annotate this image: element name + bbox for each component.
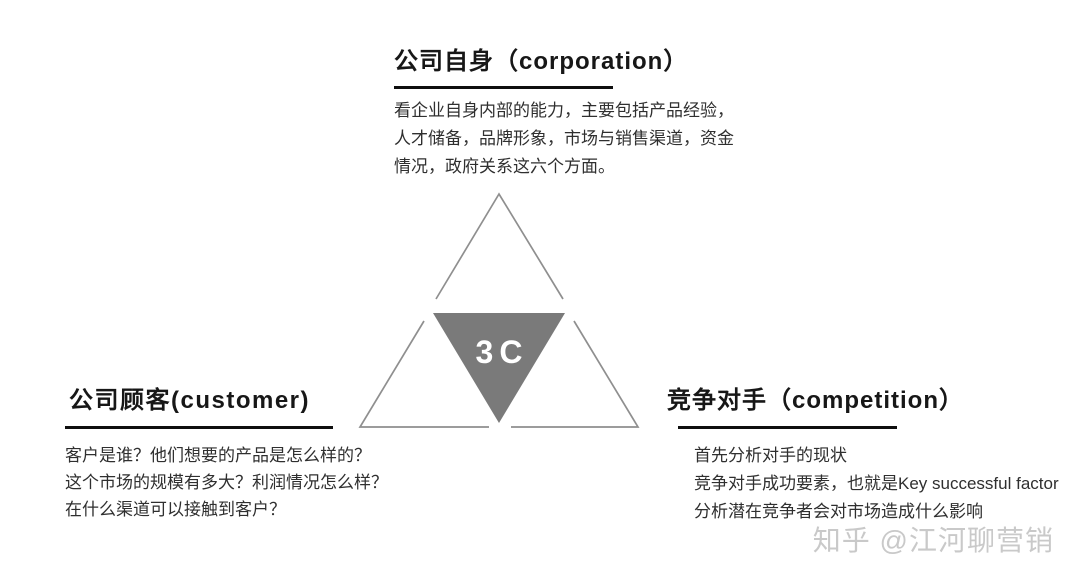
zhihu-watermark: 知乎 @江河聊营销 bbox=[812, 525, 1054, 556]
competition-section: 竞争对手（competition） 首先分析对手的现状 竞争对手成功要素，也就是… bbox=[667, 383, 1067, 526]
corporation-title: 公司自身（corporation） bbox=[394, 48, 689, 75]
corporation-desc-line: 人才储备，品牌形象，市场与销售渠道，资金 bbox=[394, 129, 734, 148]
customer-title: 公司顾客(customer) bbox=[69, 387, 311, 414]
triangle-bottom-left-outline bbox=[358, 320, 489, 428]
competition-description: 首先分析对手的现状 竞争对手成功要素，也就是Key successful fac… bbox=[694, 442, 1067, 526]
customer-section: 公司顾客(customer) 客户是谁？他们想要的产品是怎么样的？ 这个市场的规… bbox=[65, 383, 425, 523]
customer-underline bbox=[65, 426, 333, 429]
corporation-underline bbox=[394, 86, 613, 89]
competition-desc-line: 首先分析对手的现状 bbox=[694, 446, 847, 465]
corporation-section: 公司自身（corporation） 看企业自身内部的能力，主要包括产品经验， 人… bbox=[394, 44, 774, 181]
customer-desc-line: 这个市场的规模有多大？利润情况怎么样？ bbox=[65, 473, 388, 492]
competition-desc-line: 竞争对手成功要素，也就是Key successful factor bbox=[694, 474, 1059, 493]
customer-desc-line: 在什么渠道可以接触到客户？ bbox=[65, 500, 286, 519]
customer-description: 客户是谁？他们想要的产品是怎么样的？ 这个市场的规模有多大？利润情况怎么样？ 在… bbox=[65, 442, 425, 523]
center-inverted-triangle bbox=[433, 313, 565, 423]
competition-underline bbox=[678, 426, 897, 429]
center-3c-label: 3C bbox=[476, 334, 529, 370]
3c-triangle-diagram: 3C bbox=[358, 192, 640, 428]
corporation-description: 看企业自身内部的能力，主要包括产品经验， 人才储备，品牌形象，市场与销售渠道，资… bbox=[394, 97, 774, 181]
triangle-bottom-right-outline bbox=[511, 320, 640, 428]
corporation-desc-line: 看企业自身内部的能力，主要包括产品经验， bbox=[394, 101, 734, 120]
customer-desc-line: 客户是谁？他们想要的产品是怎么样的？ bbox=[65, 446, 371, 465]
triangle-top-outline bbox=[435, 192, 564, 300]
competition-title: 竞争对手（competition） bbox=[667, 387, 964, 414]
corporation-desc-line: 情况，政府关系这六个方面。 bbox=[394, 157, 615, 176]
competition-desc-line: 分析潜在竞争者会对市场造成什么影响 bbox=[694, 502, 983, 521]
